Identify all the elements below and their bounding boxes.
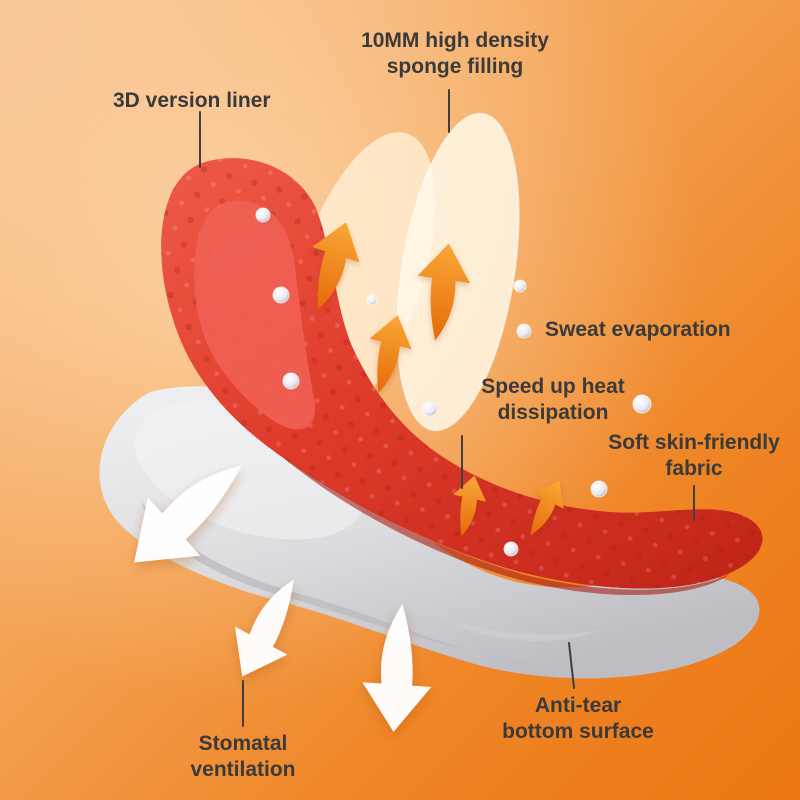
label-line: Anti-tear	[534, 694, 622, 717]
leader-line-antitear	[568, 642, 575, 689]
label-line: 3D version liner	[113, 89, 271, 112]
label-stomatal-ventilation: Stomatal ventilation	[190, 731, 295, 782]
label-skin-friendly-fabric: Soft skin-friendly fabric	[608, 430, 780, 481]
sweat-droplet-icon	[272, 286, 290, 304]
sweat-droplet-icon	[516, 323, 532, 339]
sweat-droplet-icon	[503, 541, 519, 557]
label-line: Speed up heat	[481, 375, 625, 398]
label-line: Sweat evaporation	[545, 318, 731, 341]
label-line: Stomatal	[198, 732, 288, 755]
label-3d-liner: 3D version liner	[113, 88, 271, 114]
label-line: sponge filling	[386, 54, 524, 78]
label-line: dissipation	[497, 400, 609, 424]
label-line: Soft skin-friendly	[608, 431, 780, 454]
sweat-droplets	[255, 207, 652, 557]
label-heat-dissipation: Speed up heat dissipation	[481, 374, 625, 425]
label-line: fabric	[665, 456, 723, 480]
label-line: ventilation	[190, 757, 296, 781]
sweat-droplet-icon	[513, 279, 527, 293]
sweat-droplet-icon	[366, 294, 378, 306]
label-sweat-evaporation: Sweat evaporation	[545, 317, 731, 343]
label-sponge-filling: 10MM high density sponge filling	[361, 28, 549, 79]
insole-red-liner	[161, 158, 763, 596]
sweat-droplet-icon	[282, 372, 300, 390]
leader-lines	[199, 89, 695, 727]
sweat-droplet-icon	[590, 480, 608, 498]
sweat-droplet-icon	[255, 207, 271, 223]
sweat-droplet-icon	[632, 394, 652, 414]
sweat-droplet-icon	[422, 401, 438, 417]
label-line: 10MM high density	[361, 29, 549, 52]
label-line: bottom surface	[502, 719, 654, 743]
label-anti-tear-bottom: Anti-tear bottom surface	[502, 693, 654, 744]
